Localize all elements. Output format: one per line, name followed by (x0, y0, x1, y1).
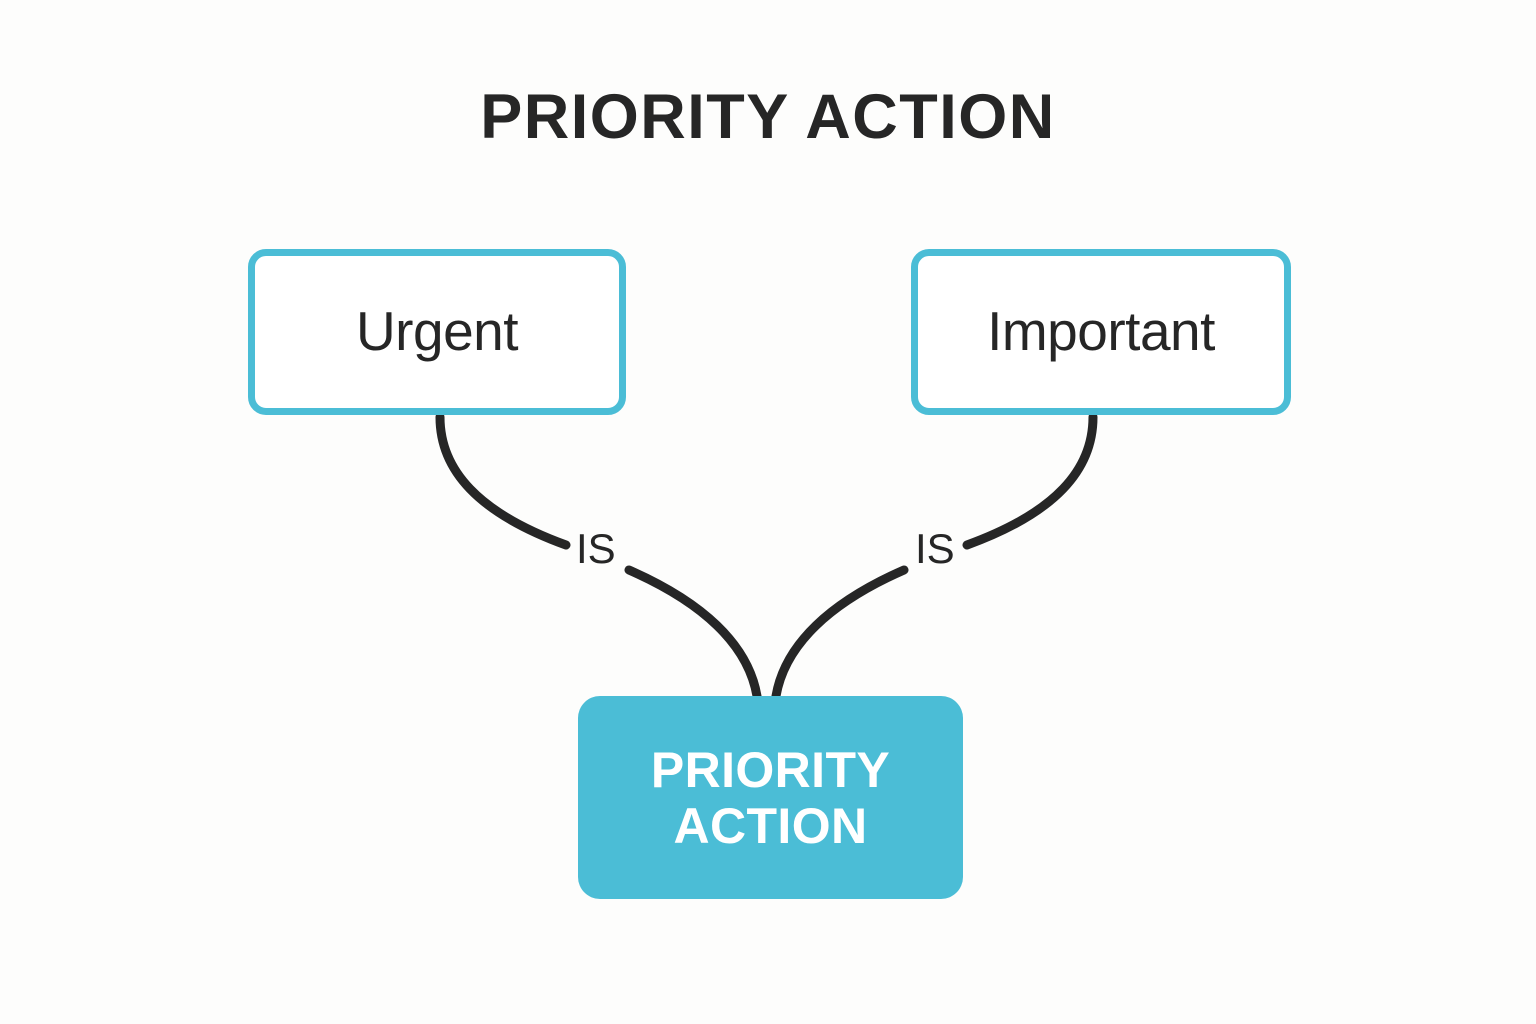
node-urgent-label: Urgent (355, 300, 519, 363)
edge-label-urgent-is: IS (576, 525, 616, 572)
edge-important-to-priority-upper (962, 412, 1098, 550)
node-priority-action[interactable]: PRIORITY ACTION (578, 696, 963, 899)
page-title: PRIORITY ACTION (480, 82, 1056, 152)
node-urgent[interactable]: Urgent (248, 249, 626, 415)
edge-urgent-to-priority-lower (624, 565, 762, 701)
edge-important-to-priority-lower (771, 565, 909, 701)
node-priority-action-label: PRIORITY ACTION (650, 741, 891, 854)
node-important[interactable]: Important (911, 249, 1291, 415)
edge-urgent-to-priority-upper (435, 412, 571, 550)
node-important-label: Important (987, 300, 1215, 363)
edge-label-important-is: IS (915, 525, 955, 572)
